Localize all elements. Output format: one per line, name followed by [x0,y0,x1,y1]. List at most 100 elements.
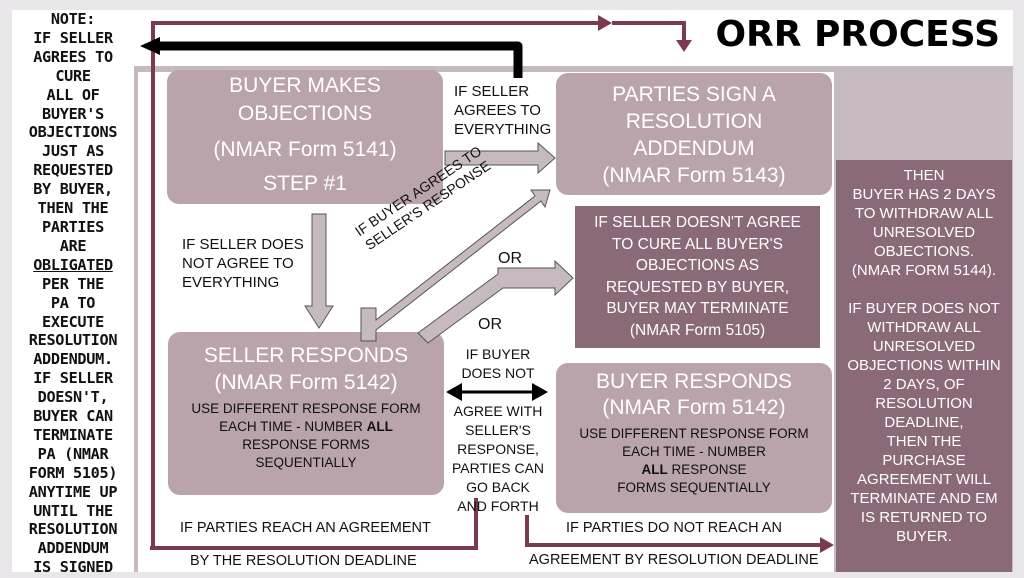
label-line: IF SELLER DOES [182,236,304,253]
buyer-responds-box: BUYER RESPONDS (NMAR Form 5142) USE DIFF… [556,363,832,513]
note-line: BUYER'S [42,104,104,123]
down-to-seller-arrow [304,213,334,329]
top-down-arrow [612,21,686,42]
note-line: ADDENDUM. [33,350,113,369]
not-reach-arrowhead [820,537,834,553]
panel-line: TERMINATE AND EM [850,490,998,507]
box-line: PARTIES SIGN A [612,83,776,106]
note-line: RESOLUTION [28,520,118,539]
box-line: ADDENDUM [633,137,755,160]
note-line: ANYTIME UP [28,482,118,501]
panel-line: TO WITHDRAW ALL [854,205,994,222]
right-panel: THEN BUYER HAS 2 DAYS TO WITHDRAW ALL UN… [836,160,1012,572]
panel-line: UNRESOLVED [872,338,976,355]
panel-line: RESOLUTION [875,395,973,412]
label-by-deadline: BY THE RESOLUTION DEADLINE [190,553,417,569]
box-line: REQUESTED BY BUYER, [605,278,790,296]
back-and-forth-left-head [446,383,462,401]
label-line: NOT AGREE TO [182,255,294,272]
box-line: OBJECTIONS [237,102,373,125]
note-line: AGREES TO [33,47,113,66]
box-line: SELLER RESPONDS [203,344,409,367]
note-line: PA (NMAR [37,444,109,463]
label-line: AGREE WITH [453,403,543,419]
box-line: EACH TIME - NUMBER [622,444,766,459]
note-line: IF SELLER [33,28,113,47]
box-line-part: EACH TIME - NUMBER [219,419,367,434]
note-line: RESOLUTION [28,331,118,350]
note-line: DOESN'T, [37,388,109,407]
top-down-arrowhead [676,40,692,52]
label-parties-reach: IF PARTIES REACH AN AGREEMENT [180,520,431,536]
label-line: EVERYTHING [454,121,552,138]
box-line: (NMAR Form 5143) [602,164,786,187]
label-line: GO BACK [466,479,530,495]
box-line-bold: ALL [366,419,393,434]
note-line: NOTE: [50,10,96,28]
note-line: ADDENDUM [37,539,109,558]
box-line: ALL RESPONSE [556,461,832,479]
note-line: FORM 5105) [28,463,118,482]
note-text: NOTE: IF SELLER AGREES TO CURE ALL OF BU… [14,10,132,577]
label-buyer-not-agree: IF BUYER DOES NOT AGREE WITH SELLER'S RE… [448,345,548,516]
note-line: PA TO [50,293,96,312]
box-line: FORMS SEQUENTIALLY [617,480,771,495]
panel-line: THEN THE [886,433,962,450]
note-panel [12,10,134,572]
note-line: THEN THE [37,199,109,218]
seller-responds-box: SELLER RESPONDS (NMAR Form 5142) USE DIF… [168,332,444,495]
back-and-forth-right-head [532,383,548,401]
panel-line: BUYER HAS 2 DAYS [852,186,996,203]
box-line: (NMAR Form 5105) [629,321,766,339]
box-line: USE DIFFERENT RESPONSE FORM [191,401,421,416]
buyer-agrees-arrow [360,189,551,342]
box-line: (NMAR Form 5141) [213,138,397,161]
panel-line: 2 DAYS, OF [883,376,965,393]
box-line: TO CURE ALL BUYER'S [612,235,783,253]
panel-line: DEADLINE, [884,414,964,431]
label-line: IF BUYER [465,346,531,362]
top-loop-arrowhead [598,15,612,31]
note-line: REQUESTED [33,161,113,180]
note-line: BUYER CAN [33,407,113,426]
note-line: UNTIL THE [33,501,113,520]
box-line: RESOLUTION [625,110,763,133]
label-not-reach: IF PARTIES DO NOT REACH AN [566,520,782,536]
note-line: EXECUTE [42,312,104,331]
buyer-objections-box: BUYER MAKES OBJECTIONS (NMAR Form 5141) … [167,70,443,204]
box-line: (NMAR Form 5142) [214,371,398,394]
box-line: (NMAR Form 5142) [602,396,786,419]
not-reach-arrow [525,515,822,547]
box-line-bold: ALL [641,462,668,477]
panel-line: PURCHASE [882,452,966,469]
panel-line: AGREEMENT WILL [857,471,991,488]
note-line: ARE [59,236,87,255]
box-line: EACH TIME - NUMBER ALL [168,418,444,436]
panel-line: BUYER. [896,528,952,545]
panel-line: THEN [903,167,945,184]
panel-line: IF BUYER DOES NOT [848,300,1000,317]
note-line: ALL OF [46,85,100,104]
label-line: EVERYTHING [182,274,280,291]
note-line: TERMINATE [33,425,113,444]
label-line: DOES NOT [461,365,535,381]
page-title: ORR PROCESS [715,14,1000,55]
box-line: SEQUENTIALLY [255,455,357,470]
note-line: OBJECTIONS [28,123,118,142]
box-line: BUYER RESPONDS [595,370,793,393]
seller-doesnt-agree-box: IF SELLER DOESN'T AGREE TO CURE ALL BUYE… [575,206,820,348]
note-line: PARTIES [42,217,104,236]
label-or-lower: OR [478,316,502,333]
seller-agrees-back-arrow [158,41,523,78]
panel-line: OBJECTIONS WITHIN [847,357,1001,374]
seller-agrees-back-arrowhead [140,37,160,55]
label-seller-agrees: IF SELLER AGREES TO EVERYTHING [454,82,551,139]
box-line: STEP #1 [263,172,347,195]
label-line: AGREES TO [454,102,541,119]
label-line: RESPONSE, [457,441,539,457]
label-or-upper: OR [498,250,522,267]
objections-to-sign-arrow [444,141,556,175]
panel-line: UNRESOLVED [872,224,976,241]
label-line: AND FORTH [457,498,539,514]
